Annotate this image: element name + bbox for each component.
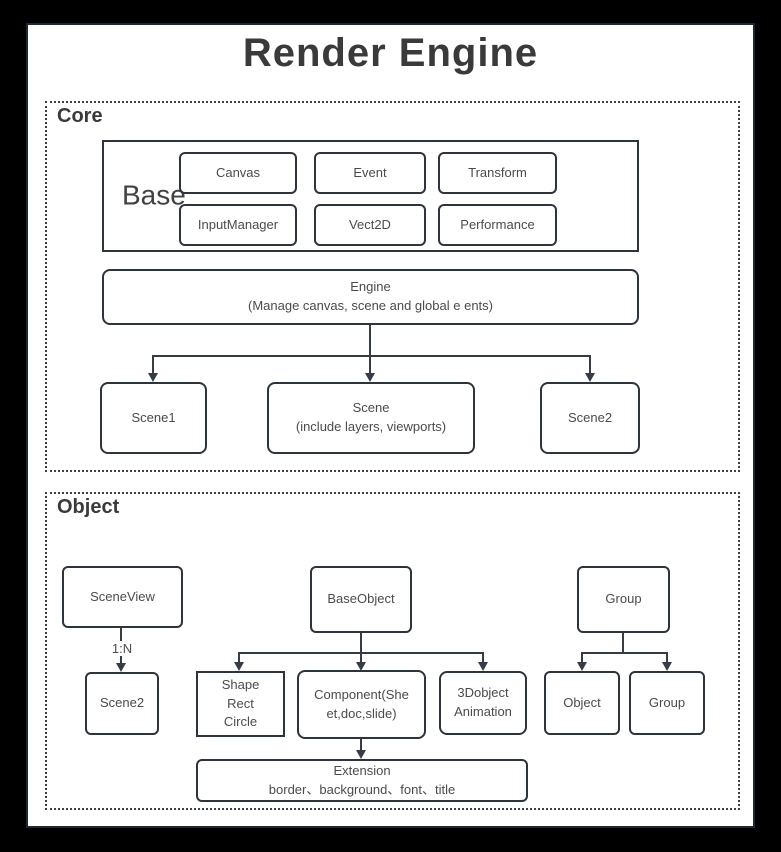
arrow-down-icon <box>148 373 158 382</box>
connector-3dobject-stub <box>482 652 484 664</box>
node-performance-label: Performance <box>460 216 535 232</box>
node-scene2: Scene2 <box>540 382 640 454</box>
node-object-child-label: Object <box>563 694 601 710</box>
node-scene-subtitle: (include layers, viewports) <box>295 419 447 434</box>
node-engine: Engine (Manage canvas, scene and global … <box>102 269 639 325</box>
relation-label: 1:N <box>102 641 142 656</box>
node-group-top-label: Group <box>605 591 642 607</box>
node-scene1-label: Scene1 <box>131 409 176 425</box>
connector-engine-branch <box>152 355 590 357</box>
node-canvas: Canvas <box>179 152 297 194</box>
arrow-down-icon <box>662 662 672 671</box>
node-object-child: Object <box>544 671 620 735</box>
node-extension-subtitle: border、background、font、title <box>268 781 456 797</box>
node-canvas-label: Canvas <box>215 164 261 180</box>
arrow-down-icon <box>234 662 244 671</box>
diagram-page: Render Engine Core Base Canvas Event Tra… <box>26 23 755 828</box>
connector-scene1-stub <box>152 355 154 374</box>
base-container-label: Base <box>122 179 186 211</box>
connector-objectchild-stub <box>581 652 583 664</box>
node-vect2d-label: Vect2D <box>349 216 391 232</box>
node-scene: Scene (include layers, viewports) <box>267 382 475 454</box>
connector-scene2-stub <box>589 355 591 374</box>
node-3dobject-line2: Animation <box>454 704 512 719</box>
connector-shape-stub <box>238 652 240 664</box>
node-shape: Shape Rect Circle <box>196 671 285 737</box>
node-group-child: Group <box>629 671 705 735</box>
node-component: Component(She et,doc,slide) <box>297 670 426 739</box>
connector-scene-stub <box>369 355 371 374</box>
connector-component-stub <box>360 652 362 664</box>
connector-groupchild-stub <box>666 652 668 664</box>
node-component-line2: et,doc,slide) <box>326 705 397 721</box>
object-section: Object <box>45 492 740 810</box>
node-scene-title: Scene <box>352 400 390 416</box>
arrow-down-icon <box>116 663 126 672</box>
node-scene2-label: Scene2 <box>567 409 613 425</box>
node-transform-label: Transform <box>468 164 527 180</box>
node-vect2d: Vect2D <box>314 204 426 246</box>
connector-engine-stem <box>369 325 371 356</box>
base-container: Base Canvas Event Transform InputManager… <box>102 140 639 252</box>
node-scene2-object: Scene2 <box>85 672 159 735</box>
node-sceneview-label: SceneView <box>90 588 155 604</box>
node-scene2-object-label: Scene2 <box>99 695 145 711</box>
core-section-label: Core <box>57 105 103 127</box>
node-event-label: Event <box>353 164 387 180</box>
node-baseobject-label: BaseObject <box>327 591 395 607</box>
node-inputmanager: InputManager <box>179 204 297 246</box>
node-group-child-label: Group <box>648 694 686 710</box>
arrow-down-icon <box>365 373 375 382</box>
node-scene1: Scene1 <box>100 382 207 454</box>
node-component-line1: Component(She <box>314 686 409 702</box>
connector-group-stem <box>622 633 624 654</box>
node-event: Event <box>314 152 426 194</box>
core-section: Core <box>45 101 740 472</box>
arrow-down-icon <box>356 750 366 759</box>
node-extension: Extension border、background、font、title <box>196 759 528 802</box>
connector-baseobject-stem <box>360 633 362 654</box>
node-shape-line2: Rect <box>227 695 254 711</box>
arrow-down-icon <box>478 662 488 671</box>
node-group-top: Group <box>577 566 670 633</box>
node-shape-line1: Shape <box>221 676 260 692</box>
node-inputmanager-label: InputManager <box>197 216 279 232</box>
arrow-down-icon <box>585 373 595 382</box>
connector-extension-stem <box>360 739 362 751</box>
connector-group-branch <box>581 652 668 654</box>
node-extension-title: Extension <box>333 762 391 778</box>
node-sceneview: SceneView <box>62 566 183 628</box>
arrow-down-icon <box>356 662 366 671</box>
node-engine-subtitle: (Manage canvas, scene and global e ents) <box>248 298 493 313</box>
node-engine-title: Engine <box>350 279 391 295</box>
node-transform: Transform <box>438 152 557 194</box>
object-section-label: Object <box>57 496 120 518</box>
node-3dobject-line1: 3Dobject <box>457 685 509 701</box>
node-3dobject: 3Dobject Animation <box>439 671 527 735</box>
arrow-down-icon <box>577 662 587 671</box>
node-shape-line3: Circle <box>223 714 258 730</box>
node-baseobject: BaseObject <box>310 566 412 633</box>
node-performance: Performance <box>438 204 557 246</box>
page-title: Render Engine <box>242 31 539 75</box>
